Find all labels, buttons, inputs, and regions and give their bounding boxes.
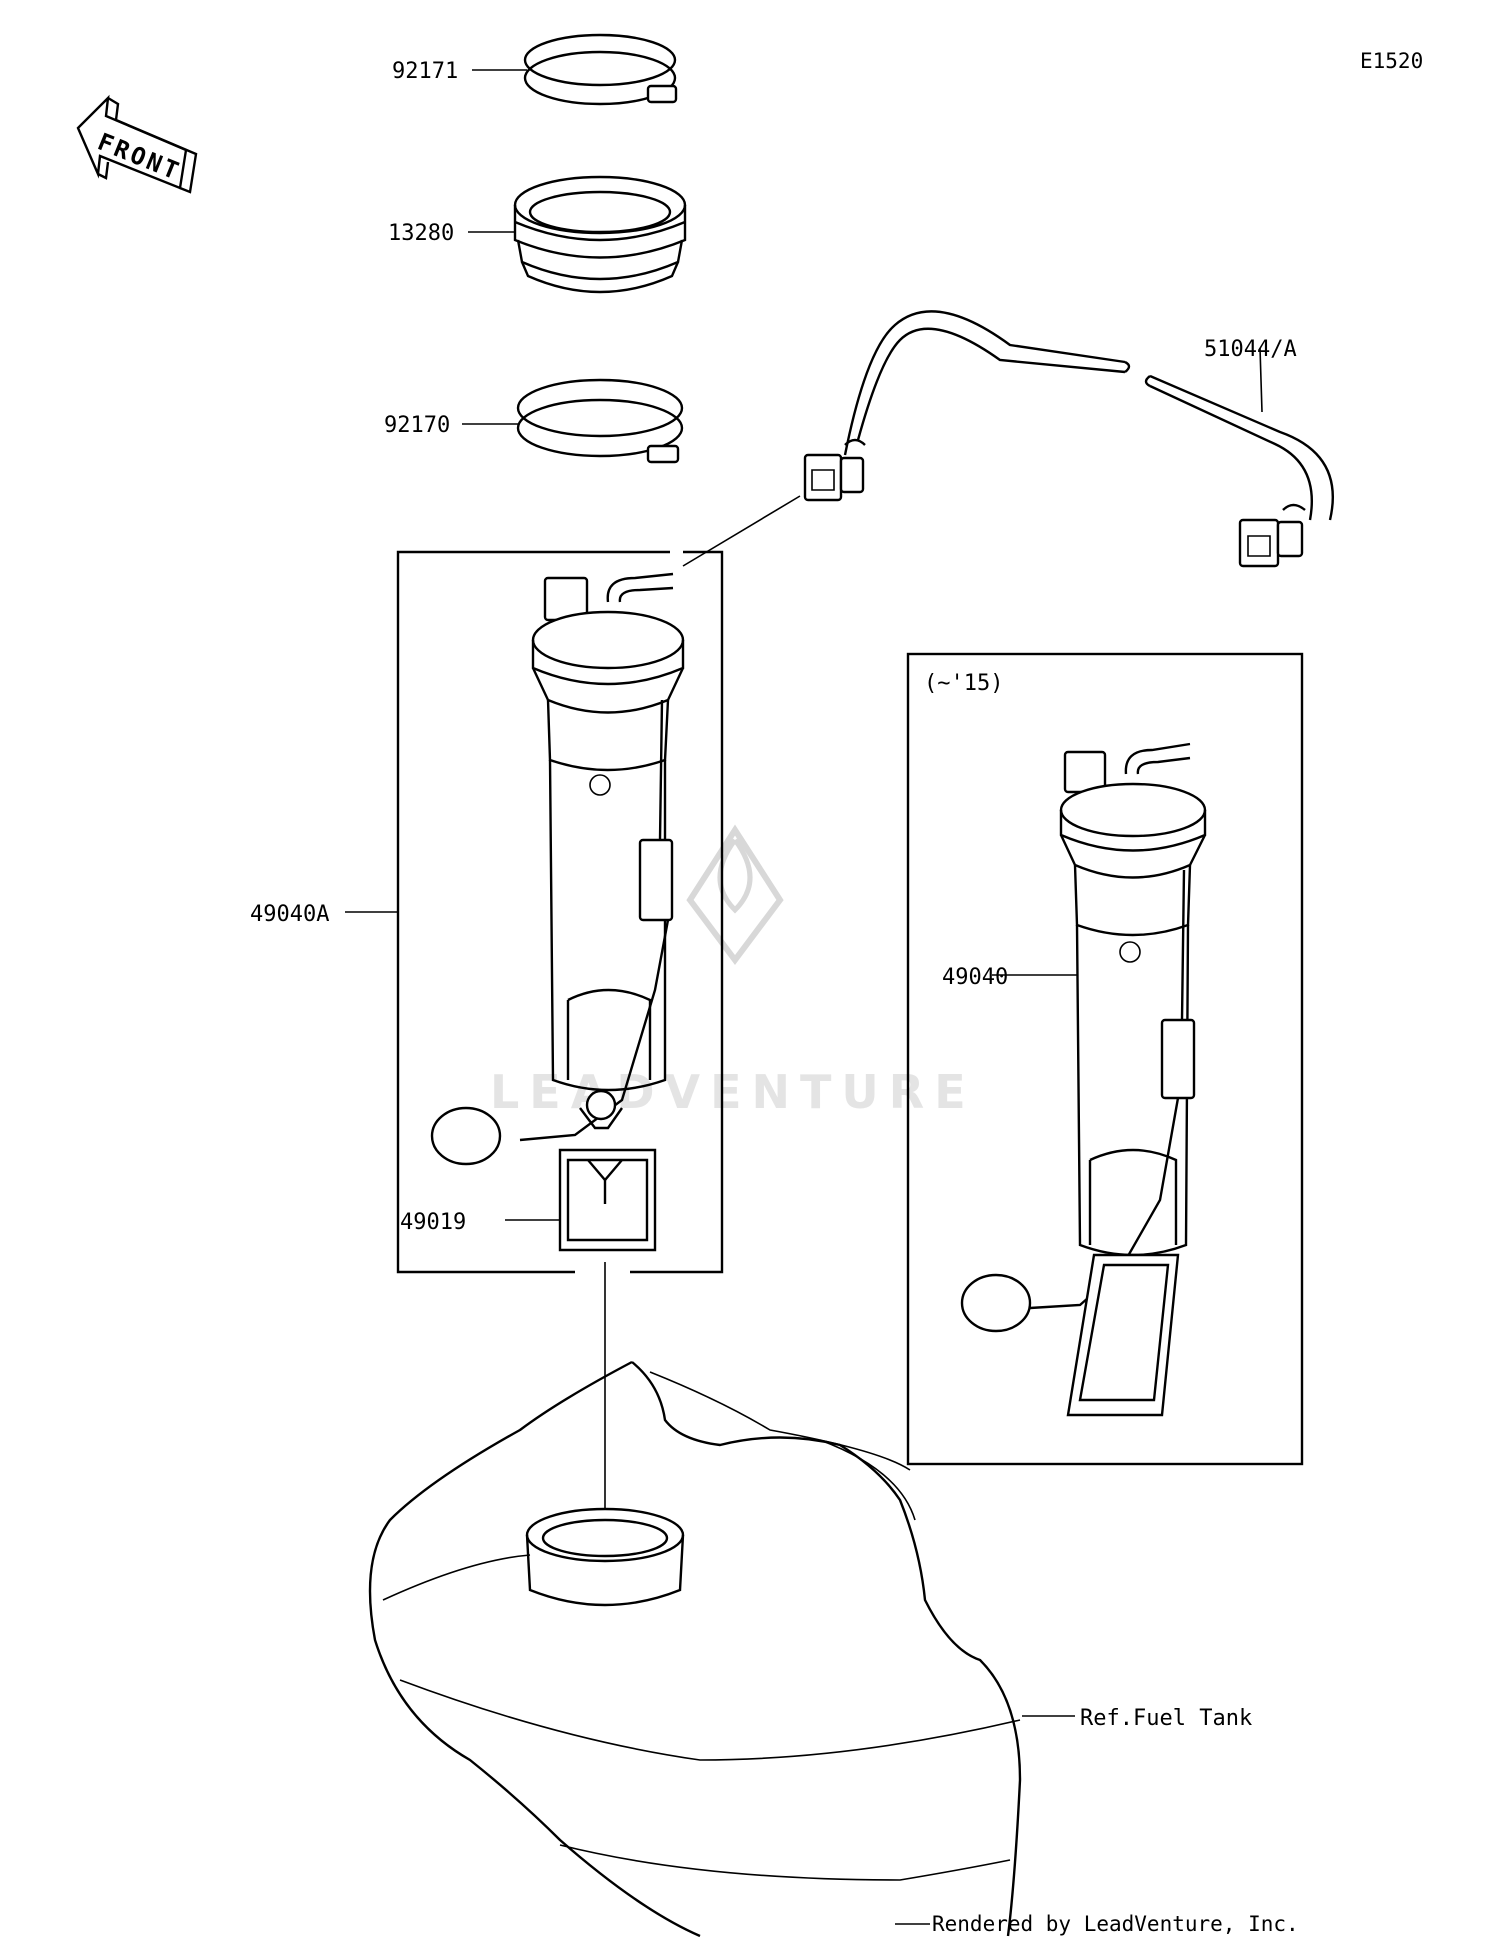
clamp-92170 xyxy=(462,378,684,464)
label-49040: 49040 xyxy=(942,965,1008,990)
label-51044-a: 51044/A xyxy=(1204,337,1297,362)
assembly-box-49040a xyxy=(345,550,724,1274)
label-fuel-tank: Ref.Fuel Tank xyxy=(1080,1706,1252,1731)
clamp-92171 xyxy=(472,33,678,106)
label-92171: 92171 xyxy=(392,59,458,84)
credit-text: Rendered by LeadVenture, Inc. xyxy=(932,1912,1299,1936)
hose-51044-a xyxy=(682,310,1334,568)
front-arrow-icon: FRONT xyxy=(76,94,198,194)
watermark-text: LEADVENTURE xyxy=(490,1065,976,1119)
fuel-tank xyxy=(368,1262,1075,1938)
diagram-code: E1520 xyxy=(1360,49,1423,73)
inset-note: (~'15) xyxy=(924,671,1003,696)
seal-13280 xyxy=(468,175,687,294)
inset-box-49040 xyxy=(906,652,1304,1466)
filter-49019 xyxy=(505,1148,657,1252)
fuel-pump-49040 xyxy=(960,742,1207,1417)
leadventure-watermark: LEADVENTURE xyxy=(490,824,976,1119)
label-49040a: 49040A xyxy=(250,902,329,927)
label-13280: 13280 xyxy=(388,221,454,246)
label-49019: 49019 xyxy=(400,1210,466,1235)
label-92170: 92170 xyxy=(384,413,450,438)
fuel-pump-49040a xyxy=(430,572,685,1166)
